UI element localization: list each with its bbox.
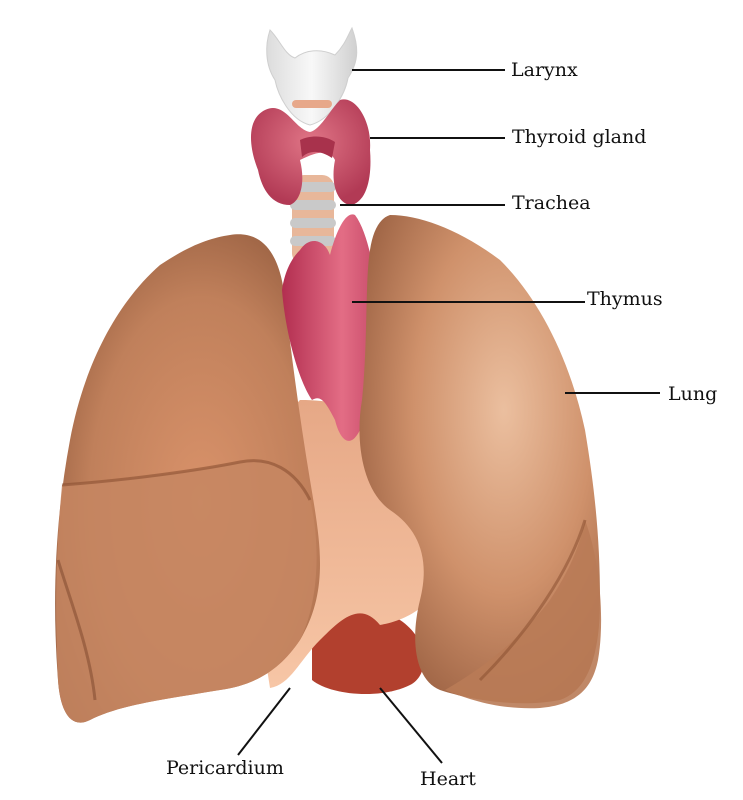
heart-label: Heart (420, 768, 476, 790)
lung-label: Lung (668, 383, 717, 405)
thyroid-gland-shape (250, 99, 371, 205)
pericardium-label: Pericardium (166, 757, 284, 779)
trachea-label: Trachea (512, 192, 591, 214)
heart-leader-line (379, 687, 443, 764)
larynx-shape (266, 26, 358, 126)
pericardium-leader-line (237, 687, 291, 756)
larynx-ring (292, 100, 332, 108)
heart-shape (312, 607, 424, 695)
leader-lines (237, 69, 660, 764)
thymus-shape (282, 214, 382, 441)
left-lung (55, 234, 321, 723)
larynx-label: Larynx (511, 59, 578, 81)
thymus-label: Thymus (587, 288, 663, 310)
right-lung (359, 215, 602, 709)
thyroid-gland-label: Thyroid gland (512, 126, 646, 148)
